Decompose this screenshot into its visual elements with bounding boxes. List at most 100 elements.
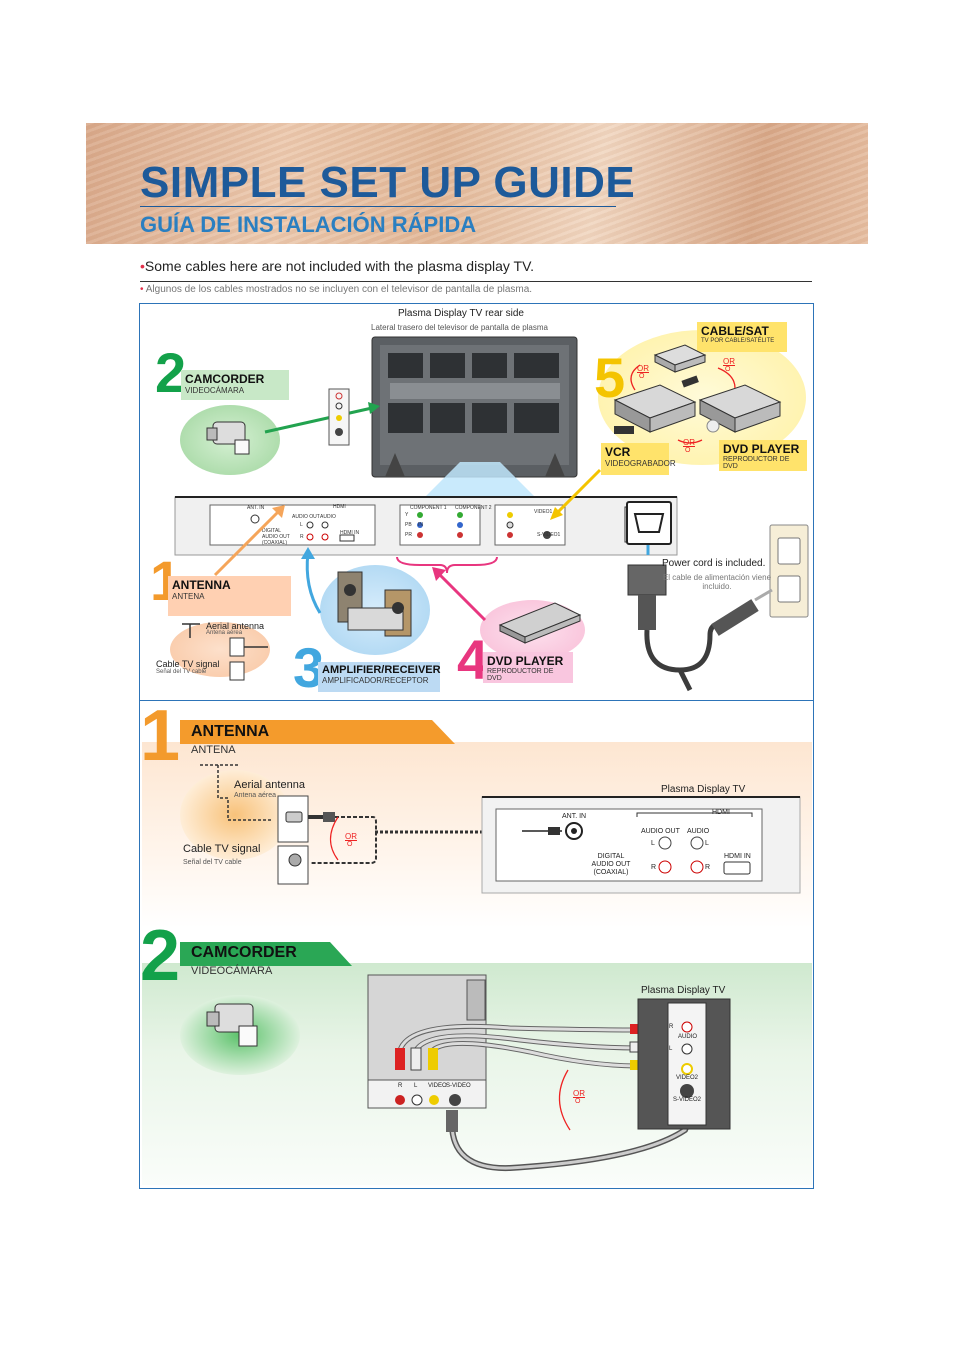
panel-l: L xyxy=(300,522,303,528)
antenna-detail-aerial-es: Antena aérea xyxy=(234,792,277,799)
power-cord-illustration xyxy=(627,524,809,692)
panel-component2: COMPONENT 2 xyxy=(455,505,492,511)
antenna-tv-hdmi: HDMI xyxy=(712,809,730,816)
antenna-detail-sub: ANTENA xyxy=(191,744,236,756)
title-divider xyxy=(140,206,616,207)
guide-frame xyxy=(139,303,814,1189)
power-cord-label: Power cord is included. xyxy=(662,558,766,569)
antenna-detail-head: ANTENNA xyxy=(191,723,270,740)
sources-arrow xyxy=(550,468,602,520)
dvd-source-sub: REPRODUCTOR DE DVD xyxy=(723,456,790,470)
antenna-glow xyxy=(180,770,290,860)
tv-side-audio: AUDIO xyxy=(678,1034,698,1040)
camcorder-detail-sub: VIDEOCÁMARA xyxy=(191,965,273,977)
step2-sub: VIDEOCÁMARA xyxy=(185,386,245,395)
note-spanish-text: Algunos de los cables mostrados no se in… xyxy=(145,284,533,295)
dvd-player-icon xyxy=(498,602,582,644)
cam-jack-l: L xyxy=(414,1083,418,1089)
tv-side-panel xyxy=(637,998,731,1130)
panel-hdmi-in: HDMI IN xyxy=(340,530,360,536)
step1-label: ANTENNA ANTENA xyxy=(168,576,291,616)
note-spanish: • Algunos de los cables mostrados no se … xyxy=(140,284,532,295)
section-divider xyxy=(139,700,814,701)
antenna-tv-r2: R xyxy=(705,864,711,871)
tv-side-svideo2: S-VIDEO2 xyxy=(673,1097,702,1103)
antenna-bubble xyxy=(170,622,270,677)
note-es-bullet: • xyxy=(140,284,144,295)
note-divider xyxy=(140,281,812,282)
step4-number: 4 xyxy=(457,628,489,691)
camcorder-arrow xyxy=(264,402,380,434)
ac-inlet-icon xyxy=(626,501,672,545)
antenna-tv-digital-2: AUDIO OUT xyxy=(591,861,631,868)
step1-cable: Cable TV signal xyxy=(156,659,220,669)
panel-pr: PR xyxy=(405,532,412,538)
camcorder-detail-or-es: O xyxy=(575,1098,581,1105)
page-subtitle: GUÍA DE INSTALACIÓN RÁPIDA xyxy=(140,212,477,237)
tv-side-r: R xyxy=(669,1024,674,1030)
dvd-bracket xyxy=(396,556,498,574)
camcorder-detail-head: CAMCORDER xyxy=(191,944,297,961)
antenna-tv-panel xyxy=(481,796,801,894)
step4-sub: REPRODUCTOR DE DVD xyxy=(487,668,554,682)
antenna-detail-cable-es: Señal del TV cable xyxy=(183,859,242,866)
step2-head: CAMCORDER xyxy=(185,372,265,386)
power-cord-label-es: El cable de alimentación viene incluido. xyxy=(662,573,772,591)
page-title: SIMPLE SET UP GUIDE xyxy=(140,158,636,207)
cam-jack-video: VIDEO xyxy=(428,1083,447,1089)
antenna-dashed-cable xyxy=(375,830,490,834)
panel-pb: PB xyxy=(405,522,412,528)
antenna-detail-aerial: Aerial antenna xyxy=(234,779,305,791)
camcorder-icon xyxy=(206,421,250,455)
step1-sub: ANTENA xyxy=(172,592,205,601)
antenna-detail-or-es: O xyxy=(347,841,353,848)
antenna-detail-tv-label: Plasma Display TV xyxy=(661,784,746,795)
vcr-sub: VIDEOGRABADOR xyxy=(605,459,676,468)
cable-sat-sub: TV POR CABLE/SATÉLITE xyxy=(701,338,775,344)
tv-rear-label: Plasma Display TV rear side xyxy=(398,308,524,319)
note-bullet: • xyxy=(140,258,145,274)
tv-side-video2: VIDEO2 xyxy=(676,1075,699,1081)
vcr-head: VCR xyxy=(605,445,631,459)
antenna-tv-digital-1: DIGITAL xyxy=(597,853,625,860)
antenna-wall-icon xyxy=(182,623,268,681)
sources-icons xyxy=(613,344,782,444)
header-banner xyxy=(86,123,868,244)
dvd-source-label: DVD PLAYER REPRODUCTOR DE DVD xyxy=(719,440,807,471)
tv-side-l: L xyxy=(669,1046,673,1052)
tv-rear-illustration xyxy=(371,336,578,478)
antenna-tv-ant-in: ANT. IN xyxy=(562,813,587,820)
step1-head: ANTENNA xyxy=(172,578,231,592)
step1-aerial-es: Antena aérea xyxy=(206,630,243,636)
note-english-text: Some cables here are not included with t… xyxy=(144,258,535,274)
antenna-detail-or: OR xyxy=(345,832,357,841)
camcorder-detail-icon xyxy=(206,1003,258,1047)
antenna-tv-audio: AUDIO xyxy=(687,828,710,835)
panel-video1: VIDEO1 xyxy=(534,509,553,515)
step4-head: DVD PLAYER xyxy=(487,654,564,668)
antenna-tv-digital-3: (COAXIAL) xyxy=(593,869,629,876)
panel-r: R xyxy=(300,534,304,540)
or-2-es: O xyxy=(725,366,731,373)
amplifier-icon xyxy=(337,571,412,637)
tv-connector-panel xyxy=(174,496,678,556)
antenna-detail-illustration xyxy=(200,764,377,885)
side-av-panel xyxy=(328,388,350,446)
step3-label: AMPLIFIER/RECEIVER AMPLIFICADOR/RECEPTOR xyxy=(318,662,441,692)
antenna-tv-digital: DIGITAL AUDIO OUT (COAXIAL) xyxy=(588,853,634,877)
antenna-detail-cable: Cable TV signal xyxy=(183,843,261,855)
antenna-arrow xyxy=(213,505,285,577)
cable-sat-label: CABLE/SAT TV POR CABLE/SATÉLITE xyxy=(697,322,787,352)
step2-number: 2 xyxy=(155,341,187,404)
panel-audio: AUDIO xyxy=(320,514,336,520)
panel-hdmi: HDMI xyxy=(333,504,346,510)
step1-cable-es: Señal del TV cable xyxy=(156,669,207,675)
step3-head: AMPLIFIER/RECEIVER xyxy=(322,664,441,676)
panel-digital: DIGITAL AUDIO OUT (COAXIAL) xyxy=(262,528,290,546)
cam-jack-r: R xyxy=(398,1083,403,1089)
antenna-detail-header-bar xyxy=(180,720,455,744)
antenna-detail-number: 1 xyxy=(140,696,181,776)
or-3: OR xyxy=(683,438,695,447)
tv-rear-label-es: Lateral trasero del televisor de pantall… xyxy=(371,323,548,332)
antenna-tv-r1: R xyxy=(651,864,657,871)
